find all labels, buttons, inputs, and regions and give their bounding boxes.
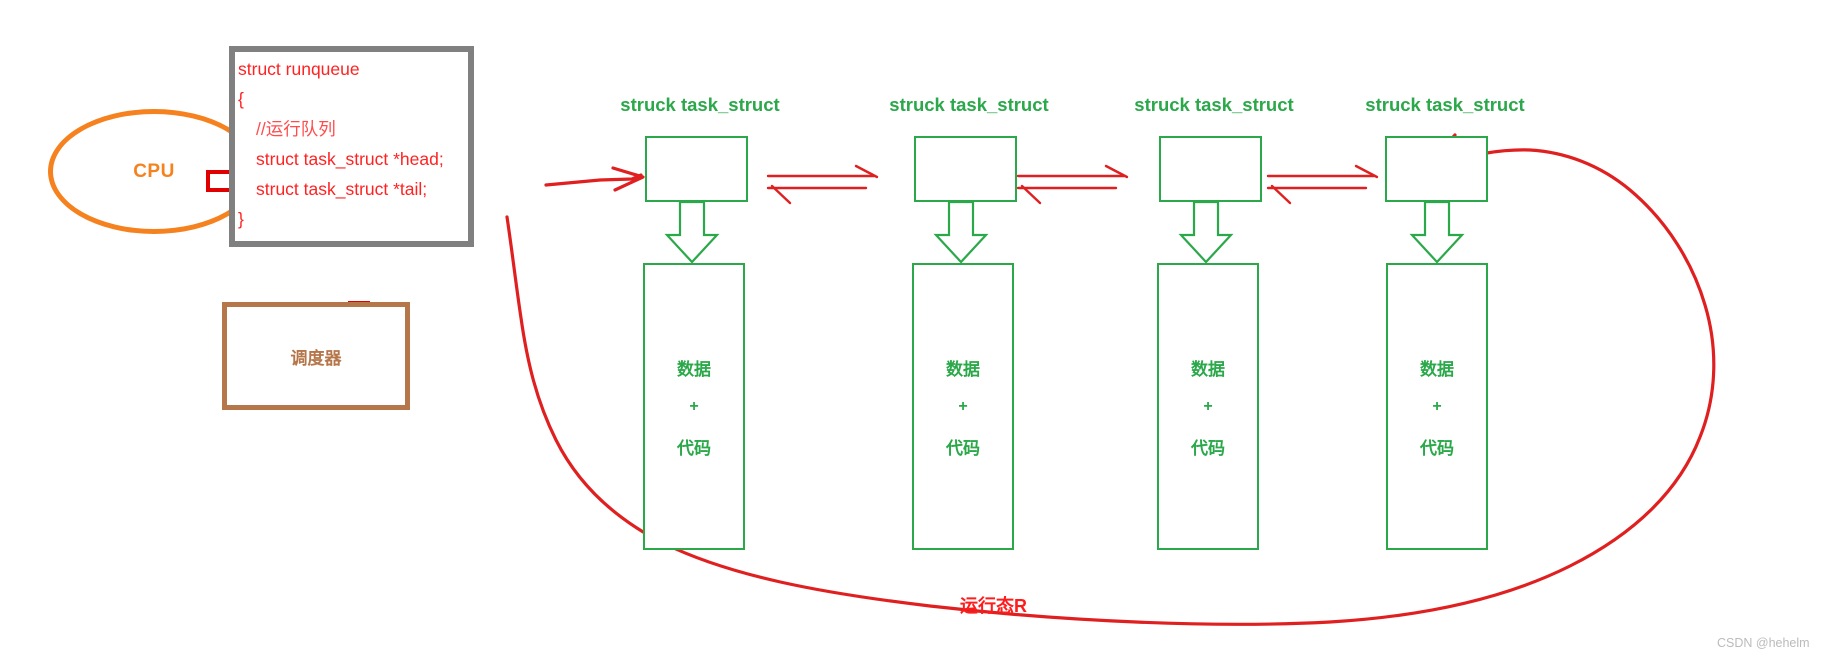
running-state-label: 运行态R: [960, 596, 1027, 616]
task-node-3-code-label: 代码: [1191, 438, 1225, 458]
node-link-2-3: [1016, 164, 1129, 205]
task-node-2-code-label: 代码: [946, 438, 980, 458]
head-pointer-arrow: [544, 166, 645, 192]
runqueue-code-block: struct runqueue { //运行队列 struct task_str…: [238, 54, 478, 234]
runqueue-struct-box: [229, 46, 474, 247]
node-2-down-arrow: [933, 200, 989, 264]
scheduler-box: 调度器: [222, 302, 410, 410]
cpu-label: CPU: [133, 160, 175, 182]
task-node-2-datacode-box: 数据 + 代码: [912, 263, 1014, 550]
task-node-4-title: struck task_struct: [1365, 94, 1525, 115]
task-node-1-plus: +: [689, 397, 699, 415]
task-node-3-data-label: 数据: [1191, 359, 1225, 379]
runqueue-line-comment: //运行队列: [256, 119, 336, 139]
task-node-1-box: [645, 136, 748, 202]
task-node-1-data-label: 数据: [677, 359, 711, 379]
task-node-2-box: [914, 136, 1017, 202]
task-node-2-title: struck task_struct: [889, 94, 1049, 115]
node-4-down-arrow: [1409, 200, 1465, 264]
task-node-3-plus: +: [1203, 397, 1213, 415]
task-node-1-code-label: 代码: [677, 438, 711, 458]
task-node-3-title: struck task_struct: [1134, 94, 1294, 115]
task-node-4-box: [1385, 136, 1488, 202]
runqueue-line-head: struct task_struct *head;: [256, 149, 444, 169]
csdn-watermark: CSDN @hehelm: [1717, 636, 1810, 650]
task-node-4-plus: +: [1432, 397, 1442, 415]
node-link-1-2: [766, 164, 879, 205]
runqueue-line-struct: struct runqueue: [238, 59, 360, 79]
task-node-2-data-label: 数据: [946, 359, 980, 379]
task-node-4-datacode-box: 数据 + 代码: [1386, 263, 1488, 550]
task-node-2-plus: +: [958, 397, 968, 415]
task-node-4-data-label: 数据: [1420, 359, 1454, 379]
node-1-down-arrow: [664, 200, 720, 264]
runqueue-line-tail: struct task_struct *tail;: [256, 179, 428, 199]
node-3-down-arrow: [1178, 200, 1234, 264]
runqueue-line-close-brace: }: [238, 209, 244, 229]
scheduler-label: 调度器: [290, 348, 342, 368]
task-node-3-box: [1159, 136, 1262, 202]
task-node-3-datacode-box: 数据 + 代码: [1157, 263, 1259, 550]
task-node-4-code-label: 代码: [1420, 438, 1454, 458]
task-node-1-datacode-box: 数据 + 代码: [643, 263, 745, 550]
task-node-1-title: struck task_struct: [620, 94, 780, 115]
runqueue-line-open-brace: {: [238, 89, 244, 109]
node-link-3-4: [1266, 164, 1379, 205]
